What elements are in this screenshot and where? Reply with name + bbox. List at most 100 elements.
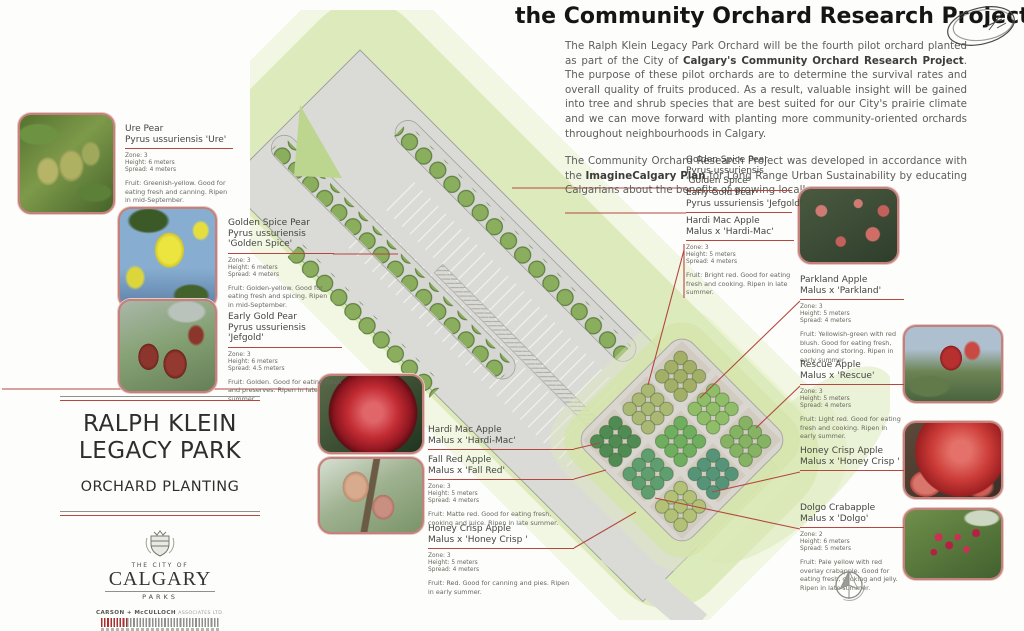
- annotation-honey-crisp-mid: Honey Crisp Apple Malus x 'Honey Crisp '…: [428, 524, 574, 596]
- annotation-rescue: Rescue Apple Malus x 'Rescue' Zone: 3 He…: [800, 360, 904, 441]
- annotation-golden-spice-right: Golden Spice Pear Pyrus ussuriensis 'Gol…: [686, 155, 792, 195]
- species-latin: Pyrus ussuriensis 'Ure': [125, 134, 227, 145]
- species-name: Golden Spice Pear: [686, 155, 768, 165]
- red-rule: [686, 212, 792, 213]
- red-rule: [686, 240, 794, 241]
- species-name: Dolgo Crabapple: [800, 503, 876, 513]
- species-fruit: Fruit: Red. Good for canning and pies. R…: [428, 579, 570, 596]
- double-rule-top: [60, 396, 260, 401]
- annotation-hardi-mac-right: Hardi Mac Apple Malus x 'Hardi-Mac' Zone…: [686, 216, 794, 297]
- photo-early-gold-pear: [118, 299, 217, 393]
- photo-golden-spice-pear: [118, 207, 217, 309]
- annotation-golden-spice-left: Golden Spice Pear Pyrus ussuriensis 'Gol…: [228, 218, 334, 309]
- red-rule: [800, 384, 904, 385]
- firm-barcode: [101, 618, 219, 627]
- calgary-crest-icon: [145, 530, 175, 557]
- photo-dolgo-crabapple: [903, 508, 1003, 580]
- firm-contact-line: [101, 628, 219, 631]
- species-fruit: Fruit: Golden-yellow. Good for eating fr…: [228, 283, 328, 309]
- barcode-red: [101, 618, 127, 627]
- species-fruit: Fruit: Golden. Good for eating fresh and…: [228, 377, 342, 403]
- annotation-hardi-mac-mid: Hardi Mac Apple Malus x 'Hardi-Mac': [428, 425, 574, 454]
- photo-honey-crisp-right: [903, 421, 1003, 499]
- species-fruit: Fruit: Bright red. Good for eating fresh…: [686, 271, 791, 297]
- parks-rule: [105, 591, 215, 592]
- species-latin: Malus x 'Rescue': [800, 370, 875, 381]
- species-latin: Malus x 'Hardi-Mac': [428, 435, 516, 446]
- annotation-parkland: Parkland Apple Malus x 'Parkland' Zone: …: [800, 275, 904, 364]
- species-latin: Malus x 'Dolgo': [800, 513, 869, 524]
- species-fruit: Fruit: Yellowish-green with red blush. G…: [800, 330, 897, 364]
- species-name: Rescue Apple: [800, 360, 861, 370]
- species-meta: Zone: 2 Height: 6 meters Spread: 5 meter…: [800, 532, 852, 552]
- red-rule: [800, 527, 904, 528]
- city-of-label: THE CITY OF: [131, 562, 189, 569]
- species-meta: Zone: 3 Height: 6 meters Spread: 4.5 met…: [228, 351, 285, 372]
- species-fruit: Fruit: Matte red. Good for eating fresh,…: [428, 510, 559, 527]
- species-latin: Pyrus ussuriensis 'Jefgold': [686, 198, 803, 209]
- photo-hardi-mac-apple: [318, 374, 424, 454]
- calgary-wordmark: CALGARY: [108, 568, 212, 590]
- species-name: Fall Red Apple: [428, 455, 492, 465]
- orchard-tree-blocks: [589, 350, 772, 533]
- red-rule: [228, 252, 334, 254]
- p2-bold: ImagineCalgary Plan: [585, 169, 706, 182]
- intro-paragraph-2: The Community Orchard Research Project w…: [565, 154, 967, 198]
- species-meta: Zone: 3 Height: 5 meters Spread: 4 meter…: [428, 553, 480, 573]
- species-latin: Pyrus ussuriensis: [686, 165, 764, 176]
- annotation-early-gold-left: Early Gold Pear Pyrus ussuriensis 'Jefgo…: [228, 312, 342, 403]
- species-latin: Malus x 'Fall Red': [428, 465, 505, 476]
- species-latin: Malus x 'Honey Crisp ': [428, 534, 528, 545]
- intro-paragraph-1: The Ralph Klein Legacy Park Orchard will…: [565, 39, 967, 141]
- species-latin: Malus x 'Parkland': [800, 285, 882, 296]
- red-rule: [428, 548, 574, 549]
- pond: [294, 105, 342, 178]
- species-meta: Zone: 3 Height: 6 meters Spread: 4 meter…: [125, 153, 177, 173]
- species-name: Parkland Apple: [800, 275, 868, 285]
- species-latin: Pyrus ussuriensis 'Jefgold': [228, 322, 306, 344]
- red-rule: [428, 479, 574, 480]
- red-rule: [228, 346, 342, 348]
- species-latin: Malus x 'Hardi-Mac': [686, 226, 774, 237]
- title-block: RALPH KLEIN LEGACY PARK ORCHARD PLANTING…: [60, 396, 260, 631]
- species-name: Ure Pear: [125, 124, 164, 134]
- species-name: Early Gold Pear: [228, 312, 298, 322]
- p1-bold: Calgary's Community Orchard Research Pro…: [682, 54, 964, 67]
- header: the Community Orchard Research Project T…: [515, 4, 1024, 198]
- species-fruit: Fruit: Light red. Good for eating fresh …: [800, 415, 901, 441]
- species-name: Honey Crisp Apple: [800, 446, 884, 456]
- park-name: RALPH KLEIN LEGACY PARK: [78, 411, 242, 464]
- species-name: Early Gold Pear: [686, 188, 756, 198]
- red-rule: [686, 189, 792, 191]
- firm-name: CARSON + McCULLOCH ASSOCIATES LTD.: [95, 610, 225, 616]
- species-name: Honey Crisp Apple: [428, 524, 512, 534]
- species-meta: Zone: 3 Height: 5 meters Spread: 4 meter…: [800, 389, 852, 409]
- annotation-fall-red: Fall Red Apple Malus x 'Fall Red' Zone: …: [428, 455, 574, 527]
- p2-text: The Community Orchard Research Project w…: [565, 155, 967, 182]
- double-rule-bottom: [60, 511, 260, 516]
- species-latin: Malus x 'Honey Crisp ': [800, 456, 900, 467]
- photo-ure-pear: [18, 113, 115, 214]
- photo-honey-crisp-mid: [318, 457, 424, 534]
- species-meta: Zone: 3 Height: 5 meters Spread: 4 meter…: [800, 304, 852, 324]
- species-latin2: 'Golden Spice': [228, 239, 293, 249]
- page-title: the Community Orchard Research Project: [515, 4, 1024, 29]
- north-arrow-icon: [833, 569, 865, 601]
- barcode-gray: [127, 618, 219, 627]
- annotation-honey-crisp-right: Honey Crisp Apple Malus x 'Honey Crisp ': [800, 446, 904, 475]
- parks-label: PARKS: [142, 593, 178, 601]
- annotation-early-gold-right: Early Gold Pear Pyrus ussuriensis 'Jefgo…: [686, 188, 806, 217]
- species-name: Hardi Mac Apple: [686, 216, 760, 226]
- species-fruit: Fruit: Greenish-yellow. Good for eating …: [125, 179, 228, 205]
- red-rule: [428, 449, 574, 450]
- dragonfly-sketch-icon: [947, 6, 1015, 46]
- photo-rescue-apple: [903, 325, 1003, 403]
- photo-parkland-apple: [798, 187, 899, 264]
- red-rule: [800, 470, 904, 471]
- p1-text: The Ralph Klein Legacy Park Orchard will…: [565, 40, 967, 67]
- species-meta: Zone: 3 Height: 5 meters Spread: 4 meter…: [686, 245, 738, 265]
- p1-text2: . The purpose of these pilot orchards ar…: [565, 54, 967, 140]
- red-rule: [800, 299, 904, 300]
- red-rule: [125, 148, 233, 149]
- sheet-title: ORCHARD PLANTING: [80, 479, 240, 495]
